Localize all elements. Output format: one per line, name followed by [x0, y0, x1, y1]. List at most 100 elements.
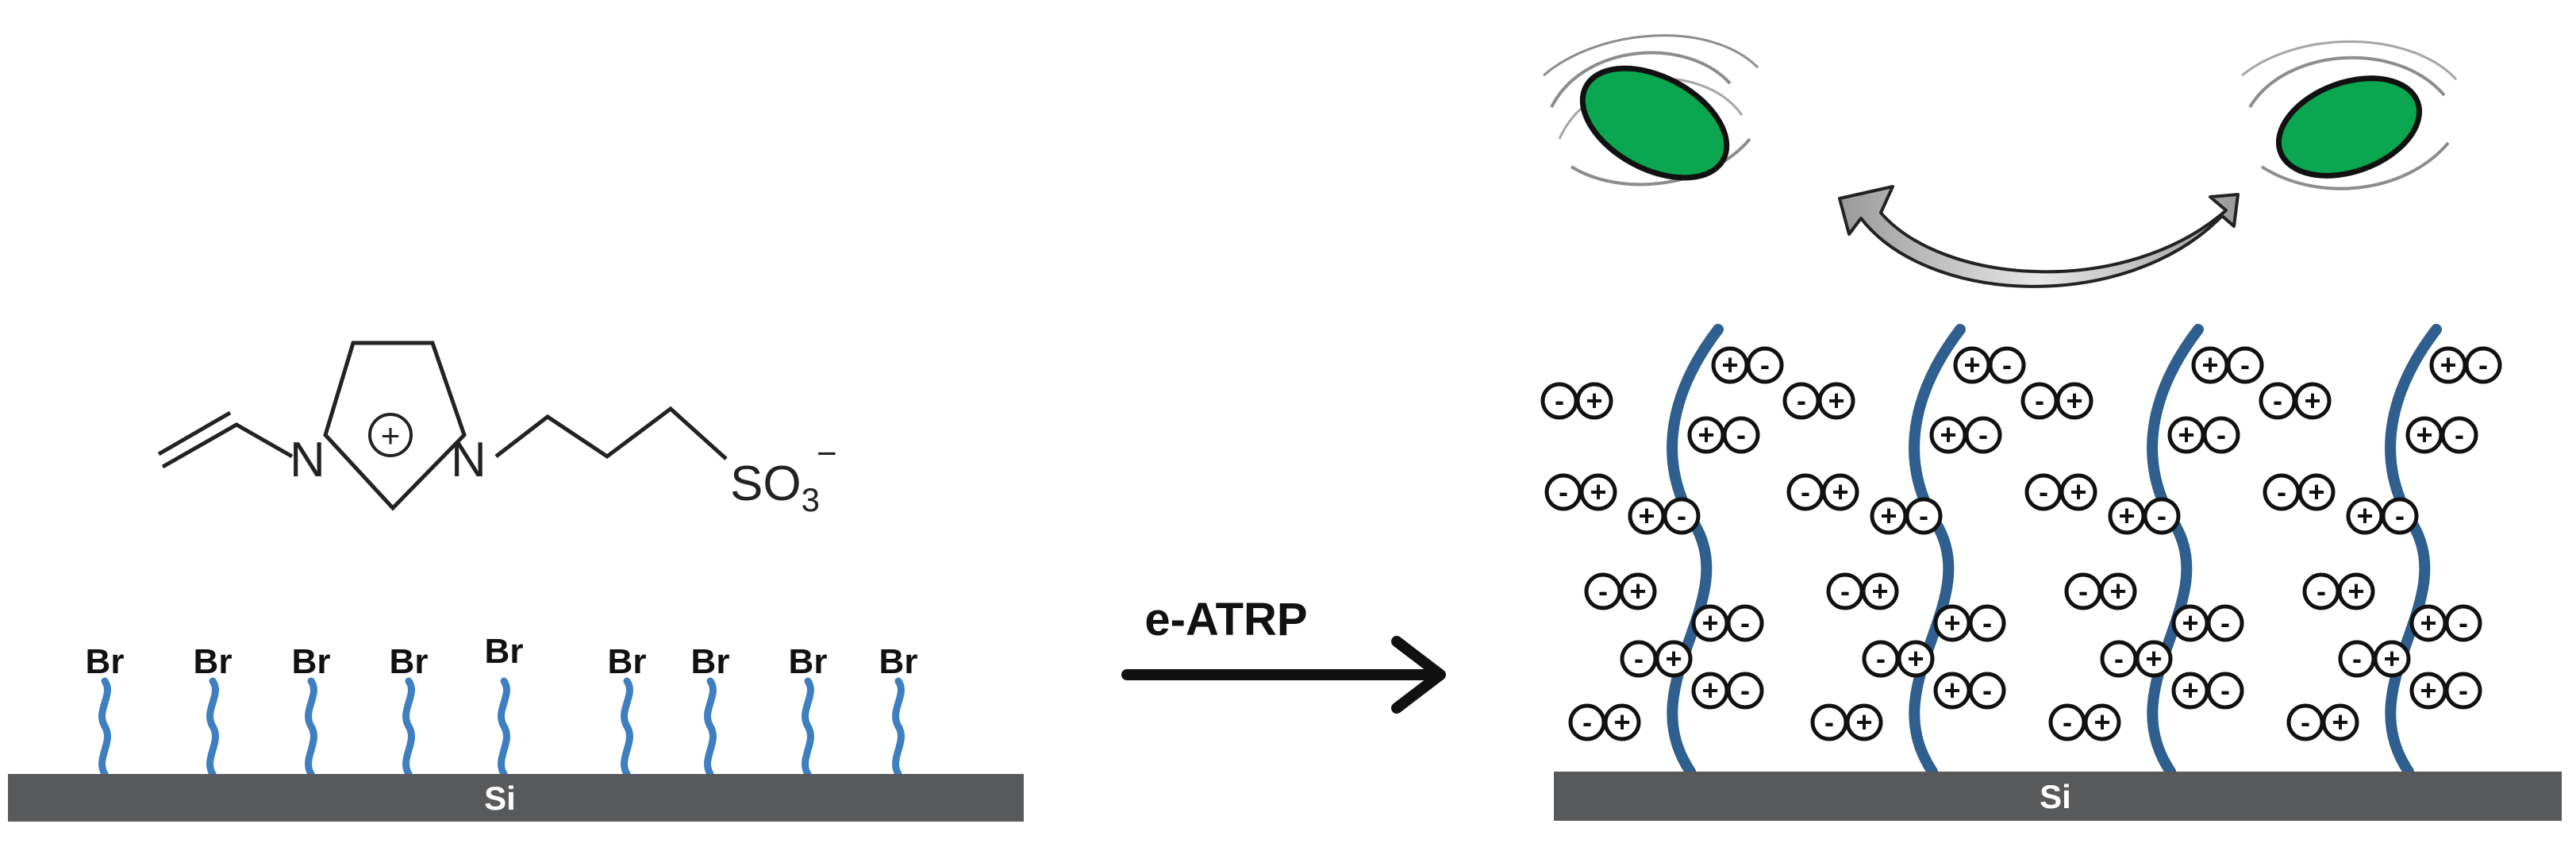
- anion-symbol: -: [2220, 606, 2230, 639]
- anion-symbol: -: [1824, 706, 1834, 738]
- bromine-label: Br: [390, 642, 429, 681]
- brush-chain: [1667, 324, 1724, 777]
- anion-symbol: -: [1797, 384, 1806, 417]
- zwitterion-pair: +-: [1711, 346, 1784, 384]
- right-substrate-group: Si: [1554, 772, 2562, 821]
- anion-symbol: -: [1978, 418, 1988, 451]
- zwitterion-pair: -+: [1544, 473, 1617, 511]
- cation-symbol: +: [1828, 384, 1844, 417]
- anion-circle: [2444, 672, 2482, 710]
- anion-circle: [2143, 497, 2181, 535]
- anion-circle: [2202, 416, 2240, 454]
- zwitterion-pair: +-: [1933, 672, 2006, 710]
- zwitterion-pair: -+: [1786, 473, 1859, 511]
- right-si-label: Si: [2040, 778, 2071, 815]
- cation-symbol: +: [1963, 348, 1980, 381]
- anion-circle: [2226, 346, 2264, 384]
- anion-symbol: -: [2078, 575, 2088, 607]
- cation-symbol: +: [2347, 575, 2364, 607]
- anion-symbol: -: [2220, 674, 2230, 706]
- cation-symbol: +: [1832, 475, 1848, 508]
- imidazolium-ring: [323, 341, 467, 511]
- anion-symbol: -: [2157, 499, 2167, 532]
- cation-circle: [1821, 473, 1859, 511]
- anion-symbol: -: [1677, 499, 1686, 532]
- cation-symbol: +: [2178, 418, 2194, 451]
- cation-circle: [2055, 382, 2093, 420]
- cation-symbol: +: [2308, 475, 2324, 508]
- nitrogen-label-2: N: [451, 433, 486, 487]
- anion-symbol: -: [1801, 475, 1810, 508]
- cation-symbol: +: [2070, 475, 2086, 508]
- ring-charge-plus: +: [381, 417, 401, 454]
- sulfonate-charge: −: [817, 434, 837, 473]
- arrow-right-icon: [1121, 636, 1446, 714]
- zwitterion-pair: -+: [2020, 382, 2093, 420]
- zwitterion-pair: +-: [2346, 497, 2419, 535]
- zwitterion-pair: +-: [2167, 416, 2240, 454]
- ring-charge-circle: [368, 413, 413, 457]
- zwitterion-pair: -+: [1568, 703, 1641, 741]
- zwitterion-pair: +-: [1628, 497, 1701, 535]
- vinyl-double-bond: [157, 410, 232, 456]
- anion-symbol: -: [1740, 606, 1750, 639]
- cation-circle: [2297, 473, 2336, 511]
- anion-circle: [2206, 604, 2244, 642]
- anion-symbol: -: [1736, 418, 1746, 451]
- cation-circle: [1619, 572, 1657, 610]
- zwitterion-pair: -+: [2338, 640, 2411, 678]
- right-si-substrate: [1554, 772, 2562, 821]
- anion-circle: [2381, 497, 2419, 535]
- anion-symbol: -: [1582, 706, 1592, 738]
- anion-symbol: -: [2273, 384, 2282, 417]
- zwitterion-pair: -+: [1862, 640, 1935, 678]
- zwitterion-pair: -+: [1782, 382, 1855, 420]
- cation-symbol: +: [1701, 674, 1718, 706]
- bromine-label: Br: [86, 642, 125, 681]
- cation-symbol: +: [1940, 418, 1956, 451]
- cation-symbol: +: [2420, 674, 2436, 706]
- cation-symbol: +: [2416, 418, 2432, 451]
- cation-symbol: +: [2383, 642, 2400, 675]
- cation-circle: [2337, 572, 2375, 610]
- cation-symbol: +: [1944, 674, 1960, 706]
- anion-symbol: -: [2459, 606, 2468, 639]
- anion-symbol: -: [2002, 348, 2012, 381]
- cation-circle: [1603, 703, 1641, 741]
- curved-arrow-icon: [1838, 185, 2240, 288]
- cation-circle: [2373, 640, 2411, 678]
- cation-symbol: +: [1590, 475, 1606, 508]
- anion-symbol: -: [2277, 475, 2286, 508]
- zwitterion-pair: +-: [2171, 604, 2244, 642]
- bromine-label: Br: [691, 642, 730, 681]
- initiator-chain: [498, 677, 510, 778]
- anion-symbol: -: [1919, 499, 1928, 532]
- anion-circle: [2444, 604, 2482, 642]
- anion-symbol: -: [2395, 499, 2405, 532]
- sulfonate-label: SO3−: [730, 434, 837, 518]
- anion-circle: [1968, 604, 2006, 642]
- initiator-chain: [892, 677, 905, 778]
- anion-symbol: -: [2459, 674, 2468, 706]
- brush-chain: [1909, 324, 1966, 777]
- anion-symbol: -: [2478, 348, 2488, 381]
- initiator-chain: [802, 677, 814, 778]
- anion-symbol: -: [1598, 575, 1608, 607]
- zwitterion-pair: +-: [2409, 604, 2482, 642]
- anion-symbol: -: [2063, 706, 2072, 738]
- zwitterion-pair: -+: [1620, 640, 1693, 678]
- initiator-chain: [305, 677, 317, 778]
- initiator-chain: [206, 677, 219, 778]
- bromine-label: Br: [292, 642, 331, 681]
- bromine-label: Br: [194, 642, 233, 681]
- cation-symbol: +: [1629, 575, 1646, 607]
- polymer-brush: -++-+--++--++--++--+: [2259, 324, 2502, 777]
- bromine-label: Br: [485, 632, 524, 671]
- zwitterion-pair: -+: [1540, 382, 1613, 420]
- bacterium-icon: [1543, 34, 1759, 187]
- cation-symbol: +: [2182, 674, 2198, 706]
- cation-circle: [1655, 640, 1693, 678]
- cation-circle: [2135, 640, 2173, 678]
- anion-symbol: -: [2301, 706, 2310, 738]
